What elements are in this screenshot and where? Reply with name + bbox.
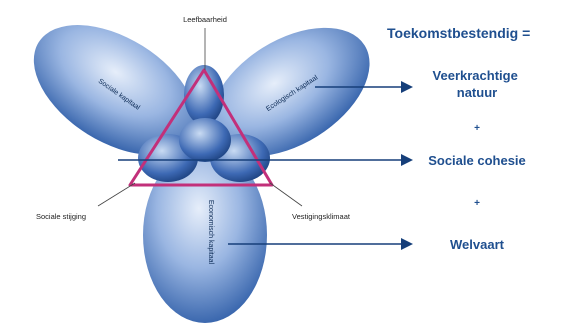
- outcome-veerkrachtige-natuur: Veerkrachtige natuur: [433, 68, 522, 100]
- leader-line-right: [270, 183, 302, 206]
- core-center: [179, 118, 231, 162]
- petal-label-economisch-kapitaal: Economisch kapitaal: [207, 200, 214, 265]
- label-leefbaarheid: Leefbaarheid: [183, 15, 227, 24]
- plus-2: +: [474, 198, 480, 209]
- label-vestigingsklimaat: Vestigingsklimaat: [292, 212, 351, 221]
- outcome-veerkrachtige-natuur-line-2: natuur: [457, 85, 497, 100]
- outcome-veerkrachtige-natuur-line-1: Veerkrachtige: [433, 68, 518, 83]
- leader-line-left: [98, 183, 135, 206]
- title-toekomstbestendig: Toekomstbestendig =: [387, 25, 530, 41]
- label-sociale-stijging: Sociale stijging: [36, 212, 86, 221]
- plus-1: +: [474, 123, 480, 134]
- outcome-welvaart: Welvaart: [450, 237, 505, 252]
- outcome-sociale-cohesie: Sociale cohesie: [428, 153, 526, 168]
